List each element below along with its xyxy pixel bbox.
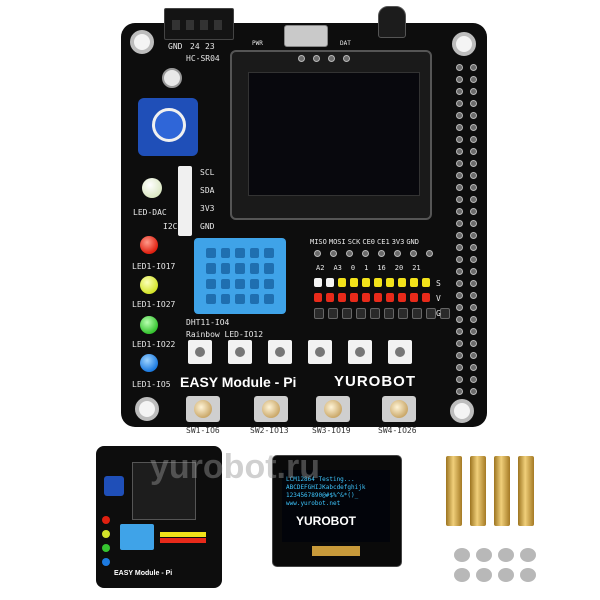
switch-3-cap[interactable] — [324, 400, 342, 418]
i2c-label-sda: SDA — [200, 186, 215, 195]
spi-labels: MISO MOSI SCK CE0 CE1 3V3 GND — [310, 238, 419, 246]
switch-4-label: SW4-IO26 — [378, 426, 417, 435]
spi-label-sck: SCK — [347, 238, 361, 246]
gpio-gnd-row — [314, 308, 450, 319]
rainbow-label: Rainbow LED-IO12 — [186, 330, 264, 339]
oled-line-4: www.yurobot.net — [286, 500, 341, 507]
switch-3-label: SW3-IO19 — [312, 426, 351, 435]
led-green — [140, 316, 158, 334]
spi-label-ce1: CE1 — [377, 238, 390, 246]
standoff-1 — [446, 456, 462, 526]
i2c-label-3v3: 3V3 — [200, 204, 215, 213]
i2c-label-gnd: GND — [200, 222, 215, 231]
gpio-label-21: 21 — [412, 264, 421, 272]
gpio-label-1: 1 — [364, 264, 369, 272]
mount-hole-tl — [130, 30, 154, 54]
header-label-23: 23 — [205, 42, 215, 51]
gpio-signal-row — [314, 278, 430, 287]
spi-pin-row — [314, 250, 433, 257]
switch-1-label: SW1-IO6 — [186, 426, 220, 435]
oled-flex-cable — [312, 546, 360, 556]
spi-label-gnd: GND — [406, 238, 419, 246]
spi-label-miso: MISO — [310, 238, 327, 246]
thumb-led-green — [102, 544, 110, 552]
light-sensor — [162, 68, 182, 88]
i2c-header — [178, 166, 192, 236]
rgb-led-5 — [348, 340, 372, 364]
i2c-label-scl: SCL — [200, 168, 215, 177]
spi-label-3v3: 3V3 — [391, 238, 405, 246]
potentiometer-knob[interactable] — [152, 108, 186, 142]
thumb-led-blue — [102, 558, 110, 566]
board-brand: YUROBOT — [334, 373, 416, 390]
gpio-vcc-row — [314, 293, 430, 302]
oled-brand: YUROBOT — [296, 514, 356, 528]
led-dac-label: LED-DAC — [133, 208, 167, 217]
thumb-potentiometer — [104, 476, 124, 496]
rgb-led-3 — [268, 340, 292, 364]
led-yellow — [140, 276, 158, 294]
thumb-led-yellow — [102, 530, 110, 538]
led-label-io22: LED1-IO22 — [132, 340, 176, 349]
rgb-led-4 — [308, 340, 332, 364]
thumb-title: EASY Module - Pi — [114, 570, 173, 577]
standoff-2 — [470, 456, 486, 526]
spi-label-ce0: CE0 — [362, 238, 376, 246]
oled-pin-row — [298, 55, 350, 62]
sensor-label: HC-SR04 — [186, 54, 220, 63]
spi-label-mosi: MOSI — [328, 238, 346, 246]
switch-1-cap[interactable] — [194, 400, 212, 418]
thumb-oled — [132, 462, 196, 520]
header-label-gnd: GND — [168, 42, 183, 51]
ir-receiver — [378, 6, 406, 38]
i2c-title: I2C — [163, 222, 178, 231]
usb-port — [284, 25, 328, 47]
led-label-io5: LED1-IO5 — [132, 380, 171, 389]
standoff-3 — [494, 456, 510, 526]
oled-screen — [248, 72, 420, 196]
side-label-g: G — [436, 309, 441, 318]
led-label-io17: LED1-IO17 — [132, 262, 176, 271]
mount-hole-tr — [452, 32, 476, 56]
led-label-io27: LED1-IO27 — [132, 300, 176, 309]
oled-module-screen — [282, 470, 390, 542]
gpio-label-16: 16 — [377, 264, 386, 272]
pi-gpio-header — [456, 64, 480, 398]
thumb-led-red — [102, 516, 110, 524]
top-label-pwr: PWR — [252, 40, 263, 47]
gpio-label-0: 0 — [350, 264, 356, 272]
led-blue — [140, 354, 158, 372]
screw-set — [454, 548, 536, 582]
thumb-header-yellow — [160, 532, 206, 537]
board-title: EASY Module - Pi — [180, 374, 297, 390]
mount-hole-br — [450, 399, 474, 423]
led-red — [140, 236, 158, 254]
switch-2-label: SW2-IO13 — [250, 426, 289, 435]
side-label-s: S — [436, 279, 441, 288]
led-dac — [142, 178, 162, 198]
dht11-label: DHT11-IO4 — [186, 318, 230, 327]
oled-line-2: ABCDEFGHIJKabcdefghijk — [286, 484, 366, 491]
rgb-led-1 — [188, 340, 212, 364]
rgb-led-6 — [388, 340, 412, 364]
top-label-dat: DAT — [340, 40, 351, 47]
thumb-dht11 — [120, 524, 154, 550]
thumb-header-red — [160, 538, 206, 543]
switch-4-cap[interactable] — [390, 400, 408, 418]
oled-line-3: 1234567890@#$%^&*()_ — [286, 492, 359, 499]
standoff-4 — [518, 456, 534, 526]
switch-2-cap[interactable] — [262, 400, 280, 418]
gpio-label-a3: A3 — [333, 264, 342, 272]
dht11-grille — [206, 248, 274, 304]
watermark: yurobot.ru — [150, 448, 320, 486]
header-slot-row — [172, 20, 224, 30]
gpio-label-20: 20 — [394, 264, 404, 272]
header-label-24: 24 — [190, 42, 200, 51]
side-label-v: V — [436, 294, 441, 303]
mount-hole-bl — [135, 397, 159, 421]
rgb-led-2 — [228, 340, 252, 364]
oled-line-1: LCM12864 Testing... — [286, 476, 355, 483]
gpio-label-a2: A2 — [316, 264, 325, 272]
gpio-labels: A2 A3 0 1 16 20 21 — [316, 264, 421, 272]
